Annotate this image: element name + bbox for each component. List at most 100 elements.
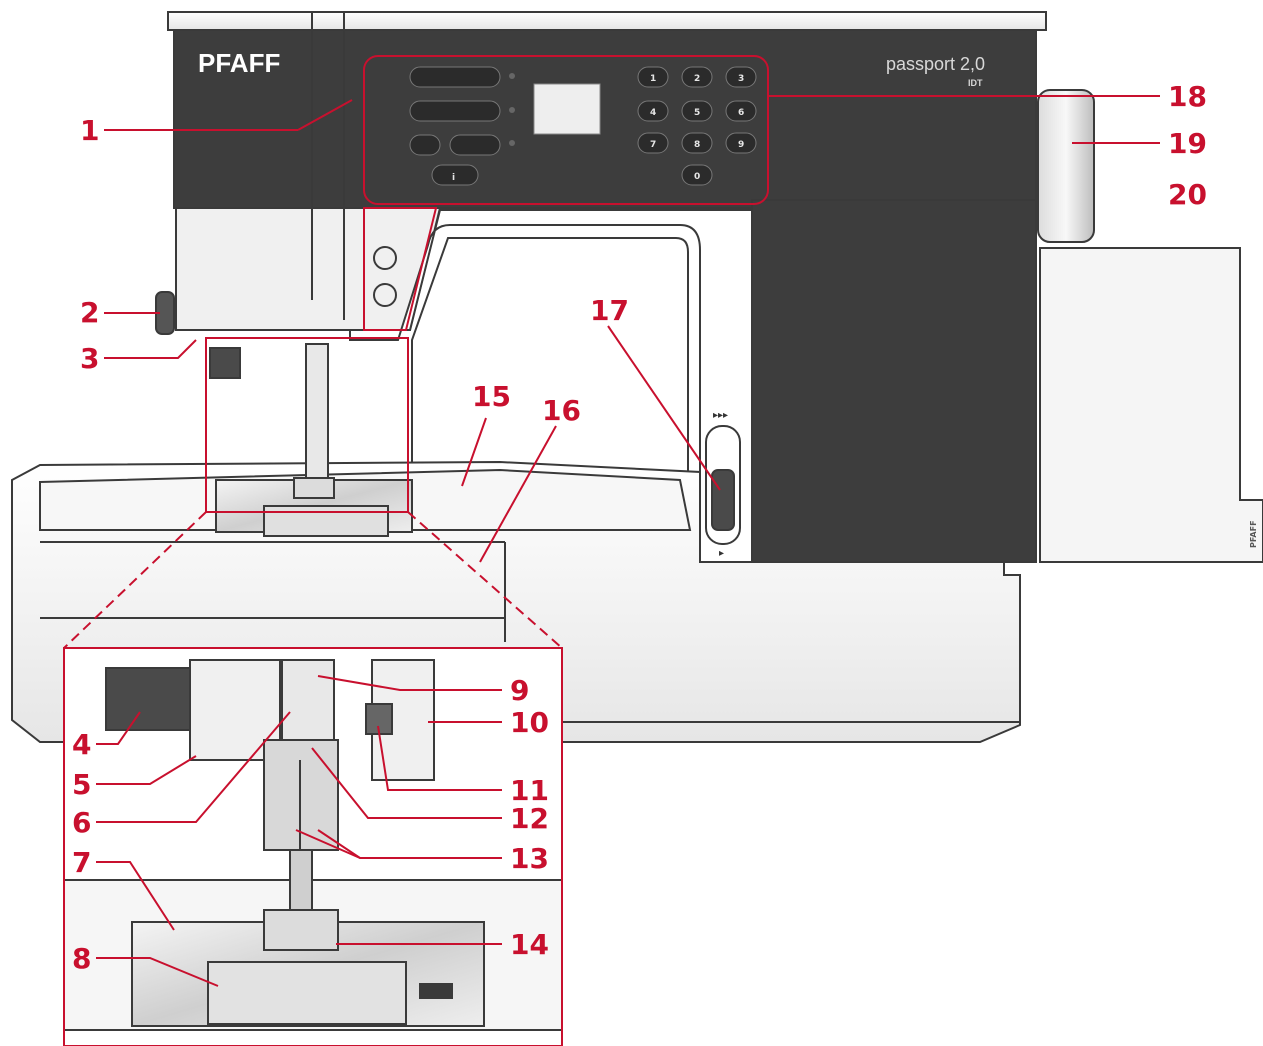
needle-shank	[289, 849, 313, 911]
indicator-light	[509, 140, 515, 146]
leader-7	[96, 861, 175, 931]
machine-body: ▸▸▸ ▸ PFAFF PFAFF passport 2,0 IDT	[11, 11, 1263, 743]
zoom-line-right	[407, 511, 563, 649]
slider-fast-symbol: ▸▸▸	[713, 410, 728, 421]
number-key[interactable]	[725, 66, 757, 88]
callout-16: 16	[542, 394, 581, 427]
indicator-light	[509, 73, 515, 79]
number-key-label: 8	[694, 140, 700, 150]
zoom-line-left	[63, 511, 207, 649]
info-key-label: i	[452, 173, 455, 183]
hand-wheel[interactable]	[1037, 89, 1095, 243]
start-stop-button[interactable]	[373, 246, 397, 270]
leader-1	[297, 99, 353, 131]
number-key[interactable]	[681, 66, 713, 88]
stitch-width-key[interactable]	[409, 66, 501, 88]
bobbin-cover[interactable]	[207, 961, 407, 1025]
side-brand-label: PFAFF	[1249, 520, 1258, 548]
threader-small	[209, 347, 241, 379]
leader-lines	[96, 95, 1160, 987]
callout-12: 12	[510, 802, 549, 835]
callout-1: 1	[80, 114, 99, 147]
reverse-button[interactable]	[373, 283, 397, 307]
number-key-label: 2	[694, 74, 700, 84]
needle-threader-knob[interactable]	[105, 667, 191, 731]
callout-11: 11	[510, 774, 549, 807]
callout-3: 3	[80, 342, 99, 375]
needle-bar-small	[305, 343, 329, 485]
callout-5: 5	[72, 768, 91, 801]
leader-5	[96, 755, 197, 785]
bobbin-cover-small[interactable]	[263, 505, 389, 537]
stitch-keys: i	[409, 66, 515, 186]
number-key-label: 3	[738, 74, 744, 84]
callout-10: 10	[510, 706, 549, 739]
number-key[interactable]	[681, 100, 713, 122]
leader-12	[311, 747, 502, 819]
leader-15	[461, 417, 487, 487]
callout-7: 7	[72, 846, 91, 879]
leader-6	[96, 711, 291, 823]
info-key[interactable]	[431, 164, 479, 186]
leader-9	[317, 675, 502, 691]
bobbin-cover-release[interactable]	[419, 983, 453, 999]
tie-off-key[interactable]	[409, 134, 441, 156]
display-screen	[533, 83, 601, 135]
leader-8	[96, 957, 219, 987]
function-buttons-highlight	[363, 207, 438, 331]
stitch-length-key[interactable]	[409, 100, 501, 122]
callout-numbers: 1 2 3 4 5 6 7 8 9 10 11 12 13 14 15 16 1…	[72, 80, 1207, 975]
model-name: passport 2,0	[886, 54, 985, 74]
indicator-light	[509, 107, 515, 113]
callout-20: 20	[1168, 178, 1207, 211]
brand-logo: PFAFF	[198, 48, 280, 78]
presser-foot-small	[293, 477, 335, 499]
callout-4: 4	[72, 728, 91, 761]
number-key[interactable]	[637, 100, 669, 122]
number-key[interactable]	[637, 132, 669, 154]
leader-17	[607, 325, 721, 491]
number-key[interactable]	[725, 132, 757, 154]
callout-14: 14	[510, 928, 549, 961]
callout-9: 9	[510, 674, 529, 707]
number-key[interactable]	[681, 132, 713, 154]
number-key-label: 7	[650, 140, 656, 150]
callout-17: 17	[590, 294, 629, 327]
control-panel-highlight	[363, 55, 769, 205]
leader-16	[479, 425, 557, 563]
needle-area-highlight	[205, 337, 409, 513]
number-key-label: 6	[738, 108, 744, 118]
number-key-label: 9	[738, 140, 744, 150]
speed-slider[interactable]	[711, 469, 735, 531]
leader-13	[295, 829, 361, 859]
number-keys: 1 2 3 4 5 6 7 8 9 0	[637, 66, 757, 186]
needle-housing	[175, 207, 442, 331]
callout-6: 6	[72, 806, 91, 839]
callout-8: 8	[72, 942, 91, 975]
number-key[interactable]	[725, 100, 757, 122]
right-column	[751, 199, 1037, 563]
accessory-tray	[1039, 247, 1263, 563]
number-key[interactable]	[681, 164, 713, 186]
number-key-label: 4	[650, 108, 656, 118]
mirror-key[interactable]	[449, 134, 501, 156]
detail-view	[63, 647, 563, 1046]
presser-foot	[263, 909, 339, 951]
callout-18: 18	[1168, 80, 1207, 113]
slider-slow-symbol: ▸	[719, 548, 724, 559]
number-key[interactable]	[637, 66, 669, 88]
top-cover	[167, 11, 1047, 31]
callout-19: 19	[1168, 127, 1207, 160]
callout-15: 15	[472, 380, 511, 413]
detail-frame	[63, 647, 563, 1046]
number-key-label: 0	[694, 172, 700, 182]
leader-4	[96, 711, 141, 745]
callout-2: 2	[80, 296, 99, 329]
number-key-label: 1	[650, 74, 656, 84]
number-key-label: 5	[694, 108, 700, 118]
callout-13: 13	[510, 842, 549, 875]
leader-3	[104, 339, 197, 359]
model-badge: IDT	[968, 78, 983, 88]
leader-11	[377, 725, 502, 791]
